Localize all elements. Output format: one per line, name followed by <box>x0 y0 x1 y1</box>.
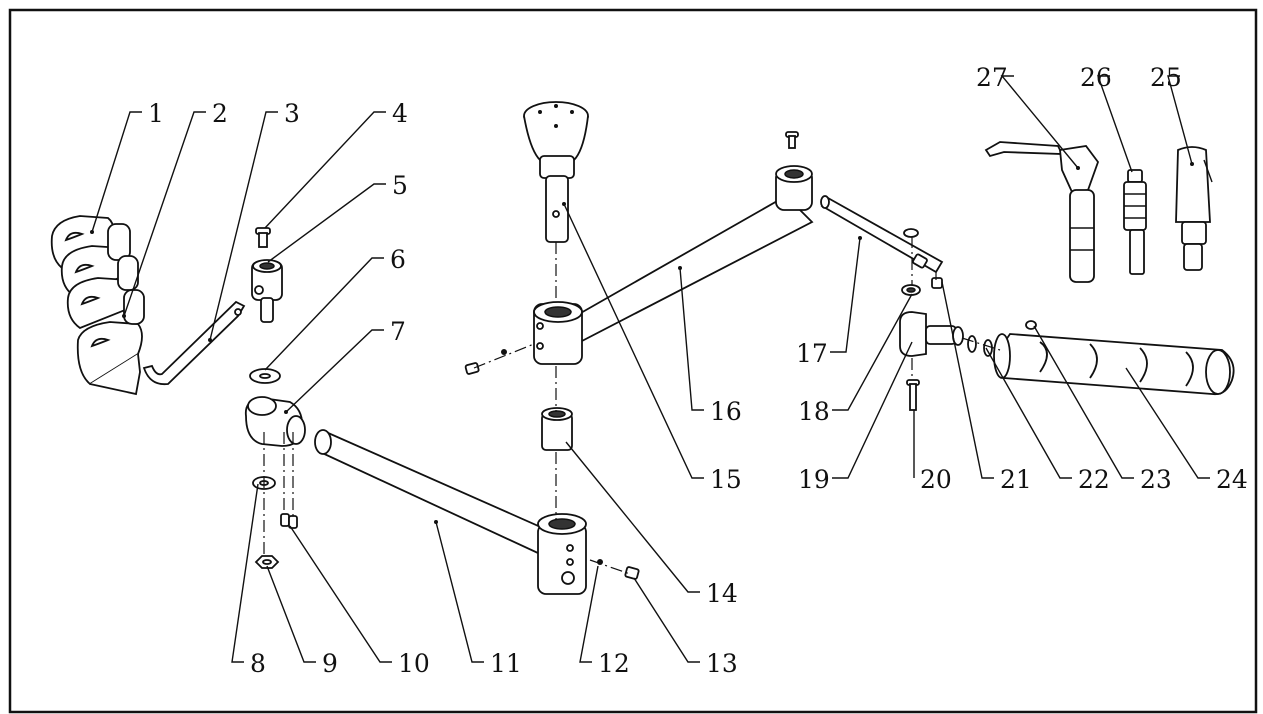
callout-5: 5 <box>392 171 408 200</box>
lower-arm <box>244 396 587 595</box>
callout-13: 13 <box>706 649 738 678</box>
callout-1: 1 <box>148 99 164 128</box>
diagram-border <box>8 8 1258 714</box>
callout-2: 2 <box>212 99 228 128</box>
washer-part-6 <box>249 368 281 384</box>
instrument-holder-stack <box>50 215 145 396</box>
callout-18: 18 <box>798 397 830 426</box>
ball-and-set-screw <box>597 559 640 580</box>
bent-rod <box>142 300 246 386</box>
callout-16: 16 <box>710 397 742 426</box>
callout-14: 14 <box>706 579 738 608</box>
callout-22: 22 <box>1078 465 1110 494</box>
callout-23: 23 <box>1140 465 1172 494</box>
callout-15: 15 <box>710 465 742 494</box>
callout-27: 27 <box>976 63 1008 92</box>
callout-7: 7 <box>390 317 406 346</box>
callout-10: 10 <box>398 649 430 678</box>
small-fasteners-left <box>252 476 298 569</box>
screw-part-4 <box>255 227 271 248</box>
sleeve-part-14 <box>541 407 573 451</box>
callout-17: 17 <box>796 339 828 368</box>
callout-12: 12 <box>598 649 630 678</box>
callout-9: 9 <box>322 649 338 678</box>
handpiece-part-25 <box>1175 146 1213 271</box>
shaft-part-17 <box>820 195 944 274</box>
connector-part-26 <box>1123 169 1147 275</box>
callout-20: 20 <box>920 465 952 494</box>
callout-4: 4 <box>392 99 408 128</box>
callout-11: 11 <box>490 649 522 678</box>
upper-arm <box>533 165 814 365</box>
callout-21: 21 <box>1000 465 1032 494</box>
axis-lines <box>263 236 1001 575</box>
callout-8: 8 <box>250 649 266 678</box>
syringe-part-27 <box>984 141 1100 283</box>
leader-lines <box>91 75 1210 663</box>
bushing-part-5 <box>251 259 283 323</box>
callout-labels: 1 2 3 4 5 6 7 8 9 10 11 12 13 14 15 16 1… <box>148 63 1248 678</box>
callout-19: 19 <box>798 465 830 494</box>
callout-6: 6 <box>390 245 406 274</box>
handle-part-24 <box>993 320 1235 396</box>
callout-26: 26 <box>1080 63 1112 92</box>
callout-3: 3 <box>284 99 300 128</box>
callout-25: 25 <box>1150 63 1182 92</box>
cap-knob-part-15 <box>523 101 589 243</box>
callout-24: 24 <box>1216 465 1248 494</box>
